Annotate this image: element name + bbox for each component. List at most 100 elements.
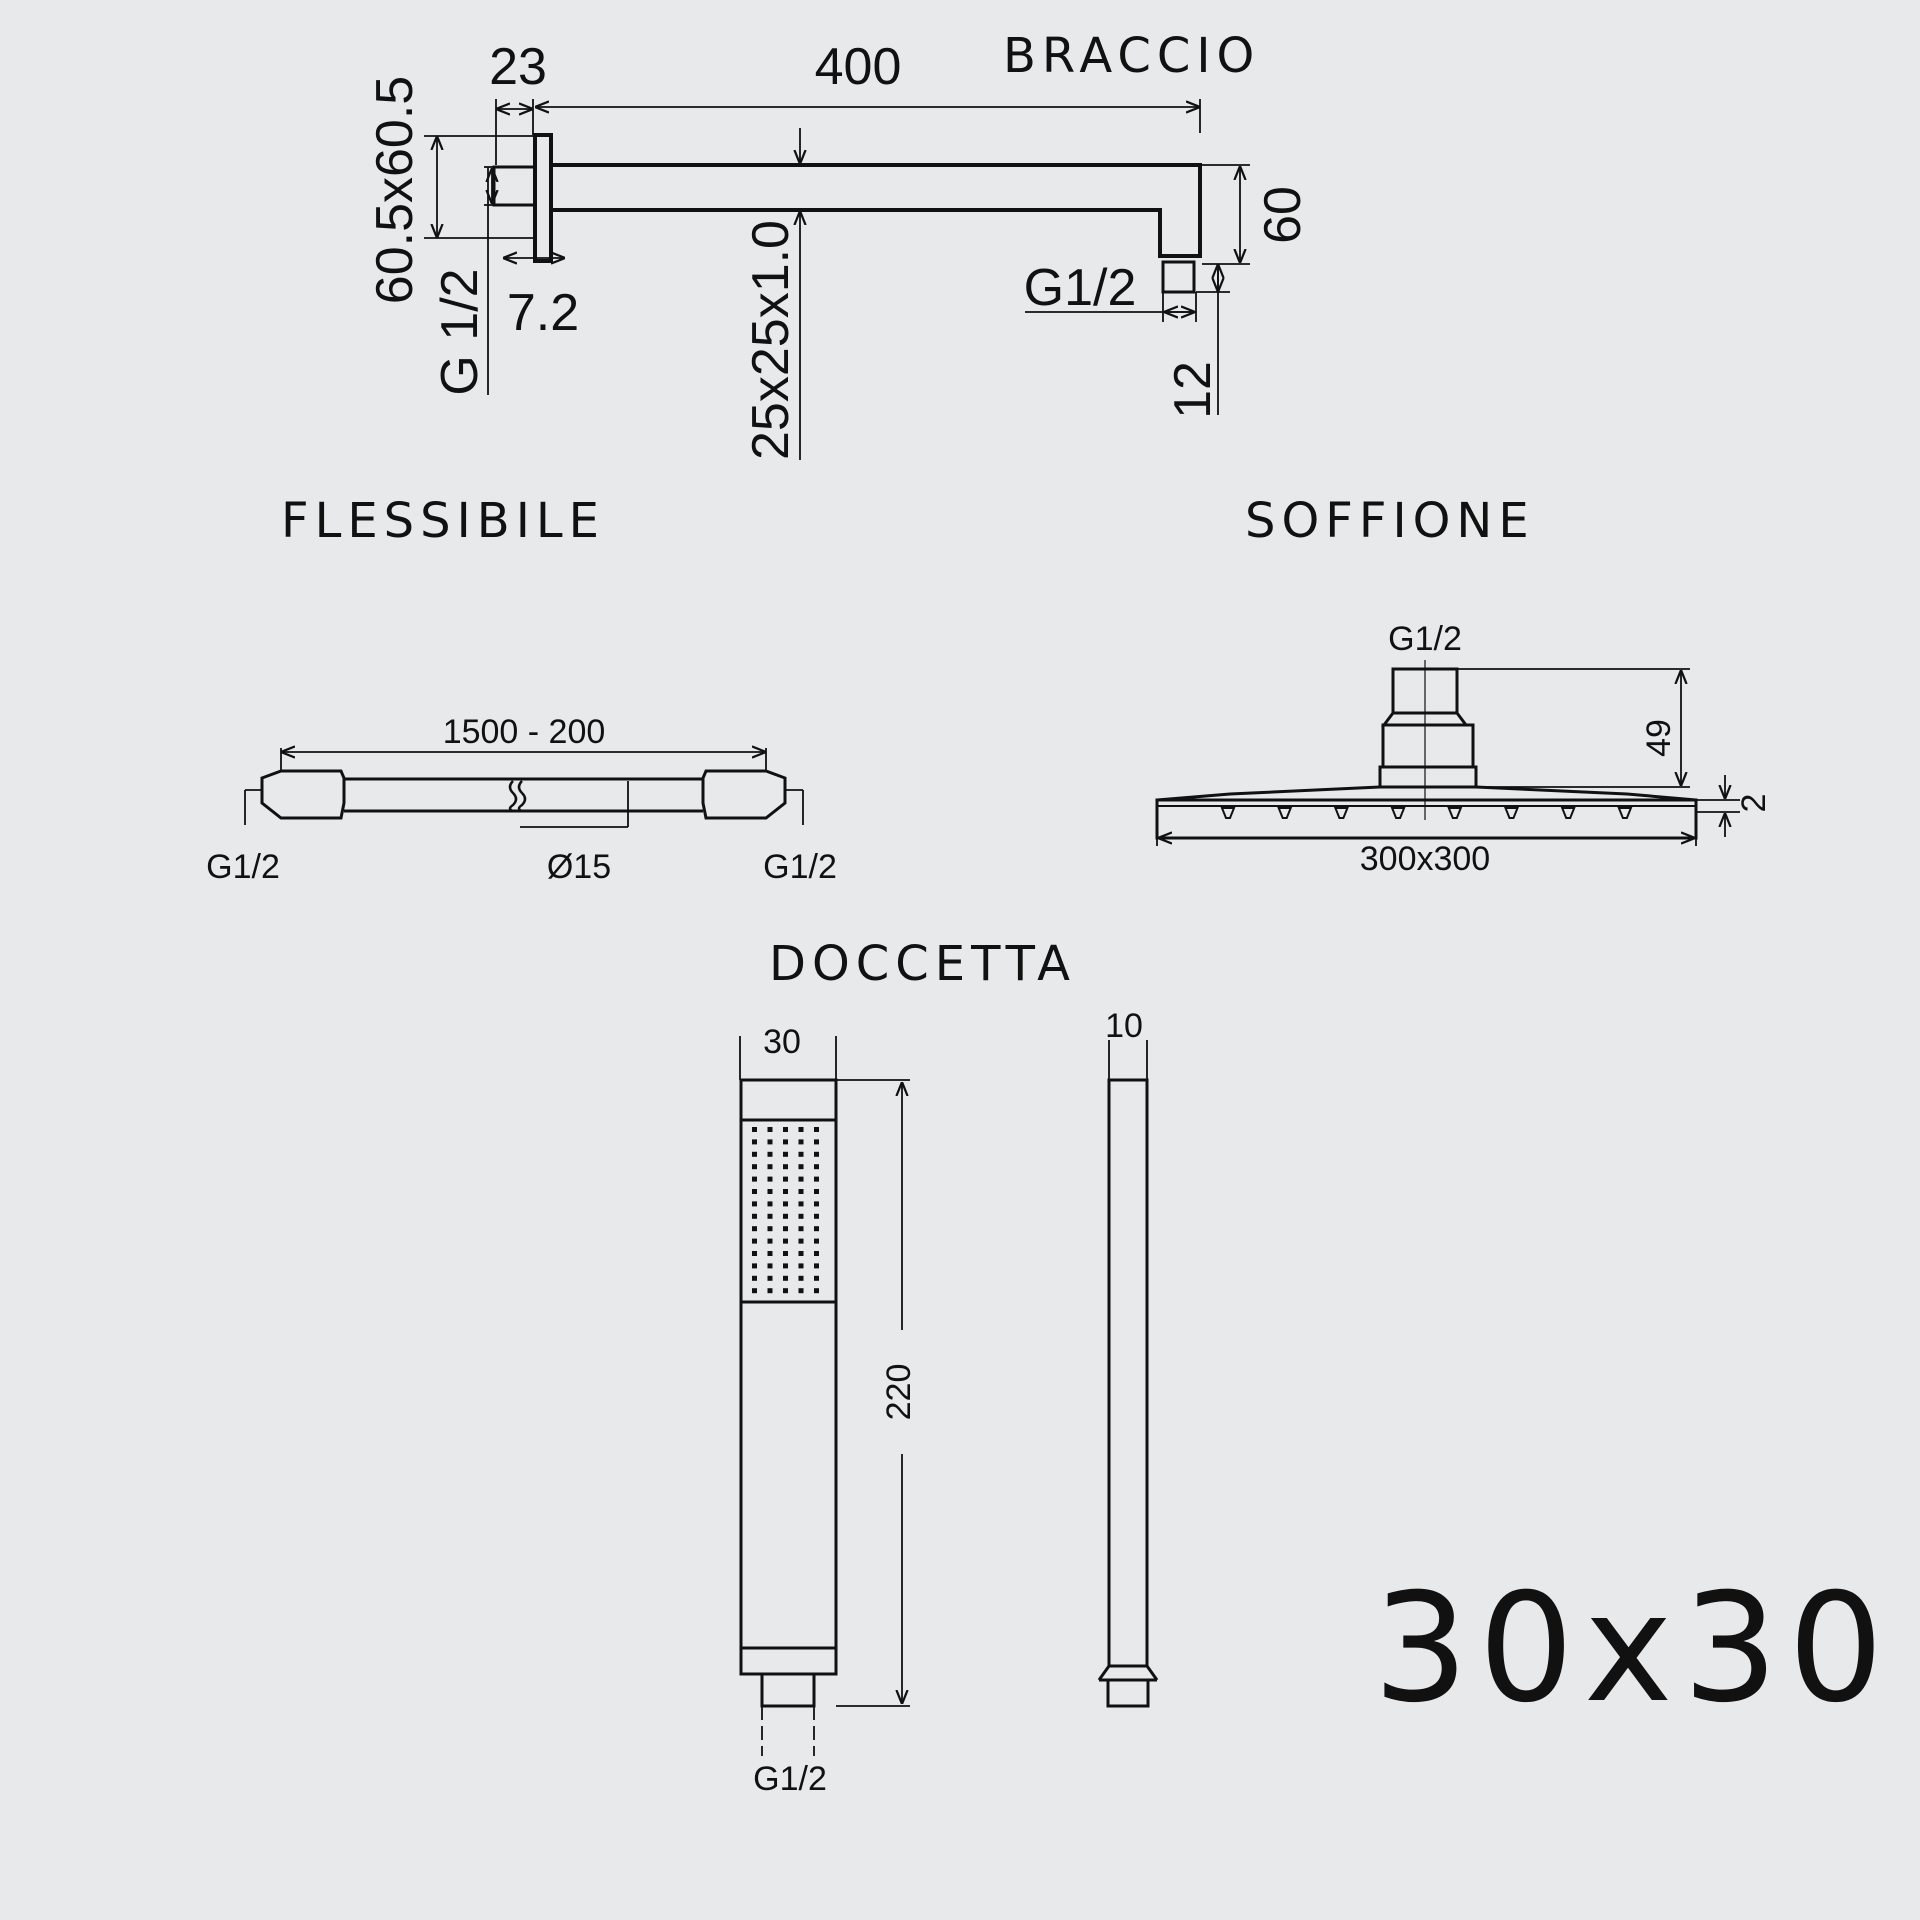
- spray-hole: [752, 1213, 757, 1219]
- dim-hose-length: 1500 - 200: [443, 713, 606, 751]
- spray-hole: [767, 1189, 773, 1194]
- spray-hole: [814, 1201, 819, 1207]
- flessibile-drawing: FLESSIBILE 1500 - 200 G1/2 Ø1: [206, 493, 837, 886]
- spray-hole: [752, 1176, 757, 1182]
- dim-tube-section: 25x25x1.0: [742, 220, 800, 460]
- spray-hole: [783, 1164, 788, 1170]
- dim-hand-depth: 10: [1105, 1007, 1143, 1045]
- spray-hole: [767, 1275, 773, 1281]
- spray-hole: [814, 1189, 819, 1194]
- spray-hole: [814, 1226, 819, 1232]
- dim-hose-diameter: Ø15: [547, 848, 611, 886]
- spray-hole: [767, 1164, 773, 1170]
- spray-hole: [783, 1238, 788, 1244]
- spray-hole: [752, 1238, 757, 1244]
- spray-hole: [752, 1226, 757, 1232]
- doccetta-dimension-lines: [739, 1036, 1148, 1756]
- spray-hole: [767, 1151, 773, 1157]
- spray-hole: [752, 1201, 757, 1207]
- spray-hole: [783, 1201, 788, 1207]
- spray-hole: [783, 1275, 788, 1281]
- spray-hole: [752, 1275, 757, 1281]
- nozzle: [1504, 807, 1519, 819]
- dim-hose-left-thread: G1/2: [206, 848, 280, 886]
- dim-head-height: 49: [1640, 719, 1678, 757]
- hand-shower-front-outline: [739, 1078, 838, 1708]
- spray-hole: [814, 1164, 819, 1170]
- spray-hole: [798, 1213, 804, 1219]
- nozzle: [1390, 807, 1406, 819]
- spray-hole: [783, 1127, 788, 1132]
- spray-hole: [752, 1251, 757, 1256]
- dim-inlet-thread: G 1/2: [431, 268, 489, 395]
- spray-hole: [767, 1263, 773, 1269]
- soffione-dimension-lines: [1156, 668, 1740, 846]
- spray-hole: [798, 1238, 804, 1244]
- spray-hole: [767, 1139, 773, 1145]
- spray-hole: [767, 1127, 773, 1132]
- flessibile-dimension-lines: [244, 748, 804, 828]
- spray-hole: [752, 1139, 757, 1145]
- spray-hole: [814, 1238, 819, 1244]
- flessibile-title: FLESSIBILE: [281, 493, 605, 549]
- dim-plate-thickness: 7.2: [507, 284, 579, 342]
- spray-hole: [783, 1226, 788, 1232]
- nozzle: [1277, 807, 1293, 819]
- spray-hole: [798, 1201, 804, 1207]
- spray-hole: [798, 1226, 804, 1232]
- spray-hole: [798, 1189, 804, 1194]
- spray-hole: [798, 1127, 804, 1132]
- spray-hole: [783, 1189, 788, 1194]
- doccetta-drawing: DOCCETTA 30 2: [739, 936, 1159, 1798]
- spray-hole: [814, 1127, 819, 1132]
- nozzle: [1447, 807, 1463, 819]
- braccio-title: BRACCIO: [1003, 28, 1260, 84]
- spray-hole: [752, 1151, 757, 1157]
- dim-outlet-length: 12: [1164, 361, 1222, 419]
- spray-hole: [798, 1139, 804, 1145]
- shower-head-nozzles: [1220, 807, 1633, 819]
- spray-hole: [752, 1288, 757, 1294]
- spray-hole: [752, 1189, 757, 1194]
- soffione-drawing: SOFFIONE G1/2 49 2 300x300: [1155, 493, 1773, 878]
- spray-hole: [814, 1176, 819, 1182]
- spray-hole: [767, 1251, 773, 1256]
- spray-hole: [798, 1251, 804, 1256]
- dim-head-plate-thickness: 2: [1735, 794, 1773, 813]
- soffione-title: SOFFIONE: [1245, 493, 1535, 549]
- spray-hole: [783, 1288, 788, 1294]
- spray-hole: [752, 1263, 757, 1269]
- hand-shower-side-outline: [1097, 1078, 1159, 1708]
- spray-hole: [767, 1213, 773, 1219]
- dim-flange-size: 60.5x60.5: [366, 76, 424, 304]
- spray-hole: [814, 1275, 819, 1281]
- spray-hole: [783, 1176, 788, 1182]
- spray-hole: [814, 1263, 819, 1269]
- dim-hose-right-thread: G1/2: [763, 848, 837, 886]
- doccetta-title: DOCCETTA: [769, 936, 1076, 992]
- spray-hole: [752, 1164, 757, 1170]
- dim-arm-length: 400: [815, 38, 902, 96]
- spray-hole: [767, 1288, 773, 1294]
- model-size-label: 30x30: [1373, 1562, 1894, 1736]
- nozzle: [1560, 807, 1576, 819]
- spray-hole: [767, 1201, 773, 1207]
- nozzle: [1220, 807, 1236, 819]
- spray-hole: [798, 1151, 804, 1157]
- hand-shower-spray-grid: [752, 1127, 819, 1294]
- dim-hand-length: 220: [880, 1364, 918, 1421]
- spray-hole: [798, 1164, 804, 1170]
- braccio-dimension-lines: [424, 99, 1250, 460]
- nozzle: [1617, 807, 1633, 819]
- dim-head-size: 300x300: [1360, 840, 1490, 878]
- spray-hole: [783, 1139, 788, 1145]
- dim-head-thread: G1/2: [1388, 620, 1462, 658]
- spray-hole: [767, 1176, 773, 1182]
- spray-hole: [814, 1213, 819, 1219]
- spray-hole: [798, 1263, 804, 1269]
- dim-hand-thread: G1/2: [753, 1760, 827, 1798]
- spray-hole: [767, 1226, 773, 1232]
- spray-hole: [767, 1238, 773, 1244]
- hose-outline: [260, 769, 787, 820]
